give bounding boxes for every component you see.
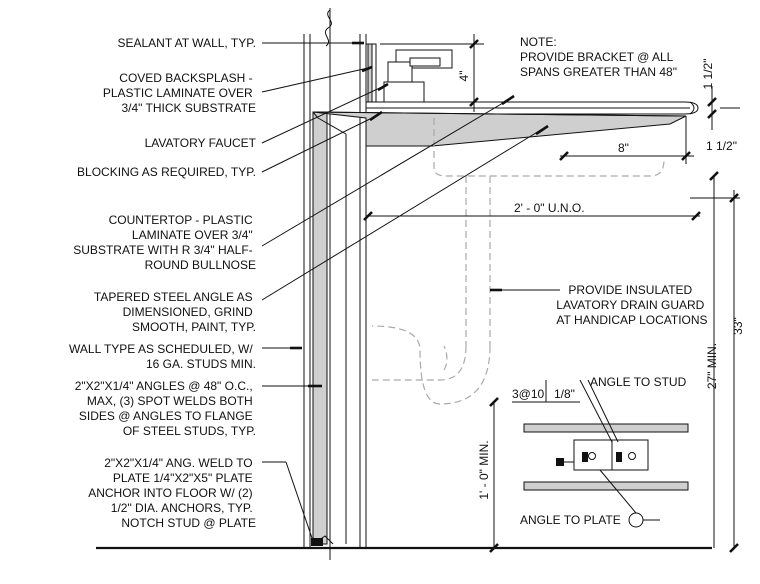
callout-faucet: LAVATORY FAUCET bbox=[145, 136, 257, 150]
callout-countertop-2: LAMINATE OVER 3/4" bbox=[132, 228, 253, 242]
callout-plate-4: 1/2" DIA. ANCHORS, TYP. bbox=[111, 501, 253, 515]
dim-bowl-setback: 8" bbox=[618, 141, 629, 155]
dim-edge-depth: 1 1/2" bbox=[706, 139, 737, 153]
callout-angles48-3: SIDES @ ANGLES TO FLANGE bbox=[79, 409, 253, 423]
callout-plate-3: ANCHOR INTO FLOOR W/ (2) bbox=[88, 486, 252, 500]
callout-plate-1: 2"X2"X1/4" ANG. WELD TO bbox=[104, 456, 252, 470]
callout-backsplash-1: COVED BACKSPLASH - bbox=[119, 71, 252, 85]
label-angle-to-stud: ANGLE TO STUD bbox=[590, 375, 687, 389]
hidden-bowl-and-drain bbox=[371, 118, 665, 405]
drain-guard-3: AT HANDICAP LOCATIONS bbox=[556, 313, 707, 327]
svg-text:2"X2"X1/4" ANG. WELD TO: 2"X2"X1/4" ANG. WELD TO PLATE 1/4"X2"X5"… bbox=[88, 456, 256, 530]
callout-angles48-2: MAX, (3) SPOT WELDS BOTH bbox=[87, 394, 253, 408]
left-callout-labels: SEALANT AT WALL, TYP. COVED BACKSPLASH -… bbox=[69, 36, 257, 530]
steel-angle-vertical-leg bbox=[312, 111, 328, 545]
note-line-1: PROVIDE BRACKET @ ALL bbox=[520, 50, 674, 64]
bracket-detail bbox=[512, 379, 689, 528]
callout-angle-2: DIMENSIONED, GRIND bbox=[123, 305, 253, 319]
callout-wall-2: 16 GA. STUDS MIN. bbox=[146, 357, 256, 371]
drain-guard-1: PROVIDE INSULATED bbox=[568, 283, 692, 297]
dim-knee-clearance: 27" MIN. bbox=[705, 343, 719, 389]
callout-sealant: SEALANT AT WALL, TYP. bbox=[117, 36, 256, 50]
right-labels: NOTE: PROVIDE BRACKET @ ALL SPANS GREATE… bbox=[512, 35, 708, 527]
dimension-lines: 4" 1 1/2" 33" 27" MIN. 8" 1 1/2" 2' - 0"… bbox=[363, 34, 745, 553]
countertop bbox=[312, 43, 699, 147]
callout-countertop-1: COUNTERTOP - PLASTIC bbox=[109, 213, 253, 227]
note-title: NOTE: bbox=[520, 35, 557, 49]
callout-backsplash-2: PLASTIC LAMINATE OVER bbox=[103, 86, 253, 100]
faucet-icon bbox=[383, 49, 453, 103]
dim-toe-clearance: 1' - 0" MIN. bbox=[477, 440, 491, 499]
dim-top-thickness: 1 1/2" bbox=[701, 59, 715, 90]
callout-backsplash-3: 3/4" THICK SUBSTRATE bbox=[121, 101, 256, 115]
svg-text:NOTE: PROVIDE BRACKET @: NOTE: PROVIDE BRACKET @ ALL SPANS GREATE… bbox=[520, 35, 677, 79]
callout-blocking: BLOCKING AS REQUIRED, TYP. bbox=[77, 165, 256, 179]
callout-angles48-1: 2"X2"X1/4" ANGLES @ 48" O.C., bbox=[75, 379, 253, 393]
svg-text:COUNTERTOP - PLASTIC LAM: COUNTERTOP - PLASTIC LAMINATE OVER 3/4" … bbox=[73, 213, 256, 272]
callout-plate-5: NOTCH STUD @ PLATE bbox=[121, 516, 256, 530]
svg-text:PROVIDE INSULATED LAVATO: PROVIDE INSULATED LAVATORY DRAIN GUARD A… bbox=[556, 283, 707, 327]
callout-angle-1: TAPERED STEEL ANGLE AS bbox=[94, 290, 253, 304]
drain-guard-2: LAVATORY DRAIN GUARD bbox=[556, 298, 704, 312]
svg-text:WALL TYPE AS SCHEDULED, W/: WALL TYPE AS SCHEDULED, W/ 16 GA. STUDS … bbox=[69, 342, 256, 371]
callout-angle-3: SMOOTH, PAINT, TYP. bbox=[132, 320, 256, 334]
dim-backsplash-height: 4" bbox=[457, 71, 471, 82]
callout-countertop-4: ROUND BULLNOSE bbox=[145, 258, 256, 272]
dim-depth: 2' - 0" U.N.O. bbox=[514, 201, 585, 215]
svg-text:COVED BACKSPLASH - PLAST: COVED BACKSPLASH - PLASTIC LAMINATE OVER… bbox=[103, 71, 256, 115]
callout-plate-2: PLATE 1/4"X2"X5" PLATE bbox=[113, 471, 253, 485]
callout-wall-1: WALL TYPE AS SCHEDULED, W/ bbox=[69, 342, 253, 356]
svg-text:2"X2"X1/4" ANGLES @ 48" O.C.,: 2"X2"X1/4" ANGLES @ 48" O.C., MAX, (3) S… bbox=[75, 379, 256, 438]
dim-overall-height: 33" bbox=[731, 317, 745, 335]
callout-leaders bbox=[261, 41, 560, 539]
svg-text:TAPERED STEEL ANGLE AS D: TAPERED STEEL ANGLE AS DIMENSIONED, GRIN… bbox=[94, 290, 256, 334]
weld-symbol: 3@10 bbox=[512, 387, 545, 401]
label-angle-to-plate: ANGLE TO PLATE bbox=[520, 513, 621, 527]
wall-section bbox=[96, 8, 712, 560]
steel-angle-horizontal-leg bbox=[312, 111, 687, 147]
callout-countertop-3: SUBSTRATE WITH R 3/4" HALF- bbox=[73, 243, 252, 257]
callout-angles48-4: OF STEEL STUDS, TYP. bbox=[123, 424, 256, 438]
note-line-2: SPANS GREATER THAN 48" bbox=[520, 65, 677, 79]
break-line bbox=[324, 9, 332, 47]
weld-size: 1/8" bbox=[554, 387, 575, 401]
